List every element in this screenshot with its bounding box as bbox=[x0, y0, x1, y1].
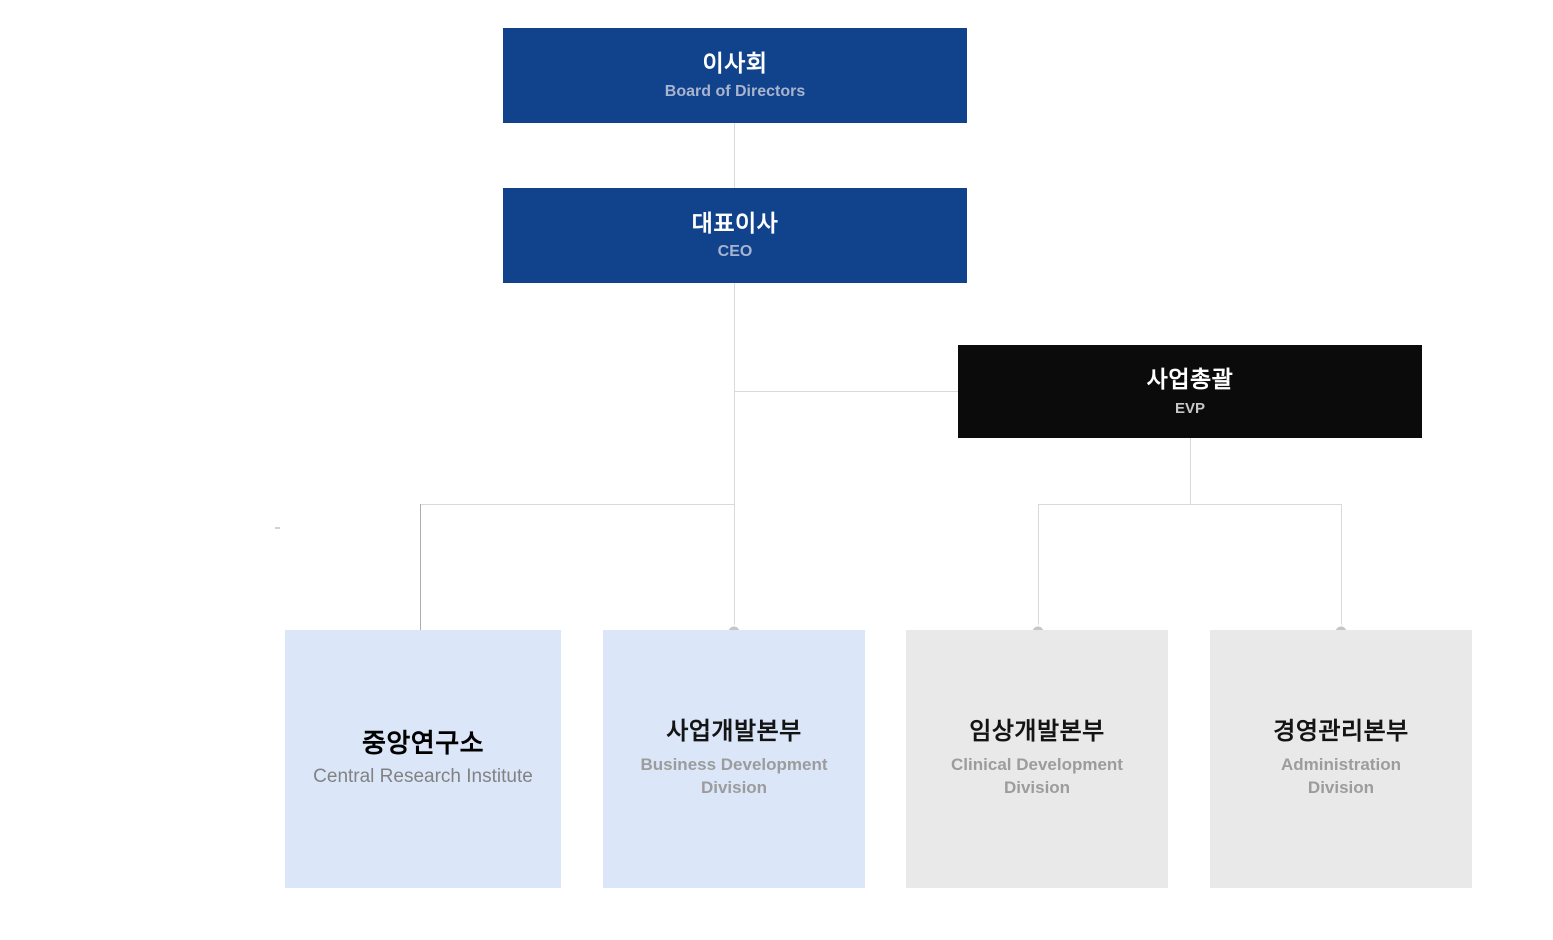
org-node-board: 이사회 Board of Directors bbox=[503, 28, 967, 123]
org-node-business-dev: 사업개발본부 Business Development Division bbox=[603, 630, 865, 888]
org-node-clinical-dev: 임상개발본부 Clinical Development Division bbox=[906, 630, 1168, 888]
node-subtitle-board: Board of Directors bbox=[664, 83, 806, 101]
node-subtitle-evp: EVP bbox=[1174, 399, 1205, 417]
connector-ceo-stem bbox=[734, 283, 735, 504]
connector-drop-clinical-dev bbox=[1038, 504, 1039, 630]
connector-evp-stem bbox=[1190, 438, 1191, 504]
stray-mark bbox=[275, 527, 280, 529]
node-subtitle-central-research: Central Research Institute bbox=[313, 766, 533, 788]
node-subtitle-administration: Administration Division bbox=[1281, 754, 1401, 797]
node-subtitle-business-dev: Business Development Division bbox=[640, 754, 828, 797]
node-title-evp: 사업총괄 bbox=[1146, 366, 1234, 393]
connector-board-ceo bbox=[734, 123, 735, 188]
node-title-clinical-dev: 임상개발본부 bbox=[969, 718, 1105, 746]
connector-drop-administration bbox=[1341, 504, 1342, 630]
org-node-central-research: 중앙연구소 Central Research Institute bbox=[285, 630, 561, 888]
connector-drop-central-research bbox=[420, 504, 421, 630]
org-node-administration: 경영관리본부 Administration Division bbox=[1210, 630, 1472, 888]
connector-ceo-evp bbox=[734, 391, 958, 392]
connector-right-branch bbox=[1038, 504, 1341, 505]
node-title-administration: 경영관리본부 bbox=[1273, 718, 1409, 746]
node-subtitle-clinical-dev: Clinical Development Division bbox=[951, 754, 1123, 797]
node-title-central-research: 중앙연구소 bbox=[361, 728, 485, 759]
node-title-ceo: 대표이사 bbox=[691, 209, 779, 236]
node-subtitle-ceo: CEO bbox=[717, 243, 753, 261]
connector-drop-business-dev bbox=[734, 504, 735, 630]
org-node-evp: 사업총괄 EVP bbox=[958, 345, 1422, 438]
org-node-ceo: 대표이사 CEO bbox=[503, 188, 967, 283]
node-title-business-dev: 사업개발본부 bbox=[666, 718, 802, 746]
node-title-board: 이사회 bbox=[702, 49, 768, 76]
connector-left-branch bbox=[420, 504, 735, 505]
